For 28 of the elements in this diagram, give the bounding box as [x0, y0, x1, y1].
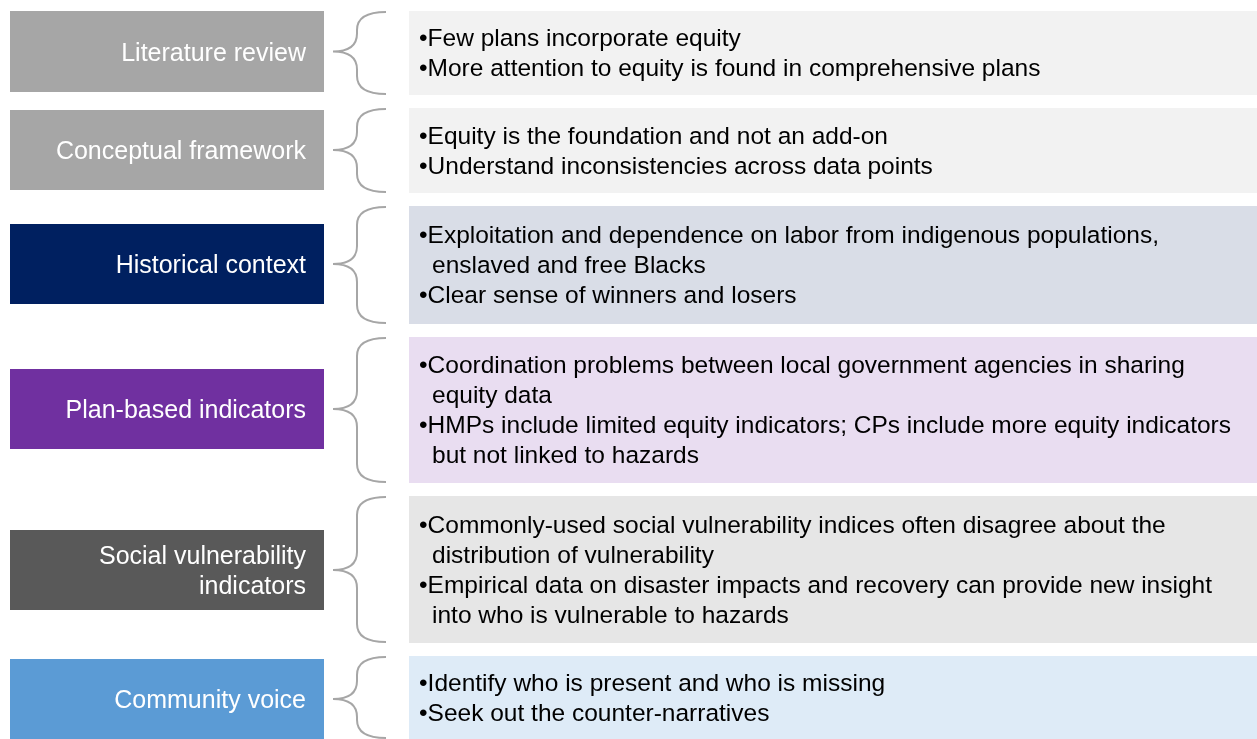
bullet-text: •Few plans incorporate equity — [419, 23, 742, 53]
bullet-text: •HMPs include limited equity indicators; CPs include more equity indicators but not linked to hazards — [419, 410, 1232, 470]
findings-panel — [409, 206, 1257, 324]
bullet-text: •Seek out the counter-narratives — [419, 697, 771, 728]
findings-panel — [409, 496, 1257, 643]
bullet-text: •Commonly-used social vulnerability indices often disagree about the distribution of vulnerability — [419, 509, 1167, 570]
category-box — [10, 659, 324, 739]
bullet-text: •Coordination problems between local government agencies in sharing equity data — [419, 350, 1186, 410]
category-box — [10, 224, 324, 304]
category-label: Community voice — [114, 684, 306, 714]
category-label: Literature review — [121, 36, 306, 67]
category-label: Plan-based indicators — [65, 394, 306, 424]
category-label: Conceptual framework — [55, 135, 306, 165]
category-box — [10, 530, 324, 610]
bullet-text: •Clear sense of winners and losers — [419, 280, 798, 310]
category-box — [10, 11, 324, 92]
bullet-text: •Identify who is present and who is missing — [419, 667, 887, 698]
bullet-text: •Exploitation and dependence on labor from indigenous populations, enslaved and free Blacks — [419, 220, 1161, 280]
category-box — [10, 110, 324, 190]
category-label: Social vulnerability indicators — [97, 540, 306, 600]
findings-panel — [409, 337, 1257, 483]
bullet-text: •More attention to equity is found in comprehensive plans — [419, 53, 1042, 83]
category-label: Historical context — [115, 249, 306, 279]
bullet-text: •Empirical data on disaster impacts and recovery can provide new insight into who is vulnerable to hazards — [419, 569, 1213, 630]
bullet-text: •Understand inconsistencies across data points — [419, 150, 934, 181]
findings-panel — [409, 656, 1257, 739]
category-box — [10, 369, 324, 449]
bullet-text: •Equity is the foundation and not an add-on — [419, 120, 889, 151]
